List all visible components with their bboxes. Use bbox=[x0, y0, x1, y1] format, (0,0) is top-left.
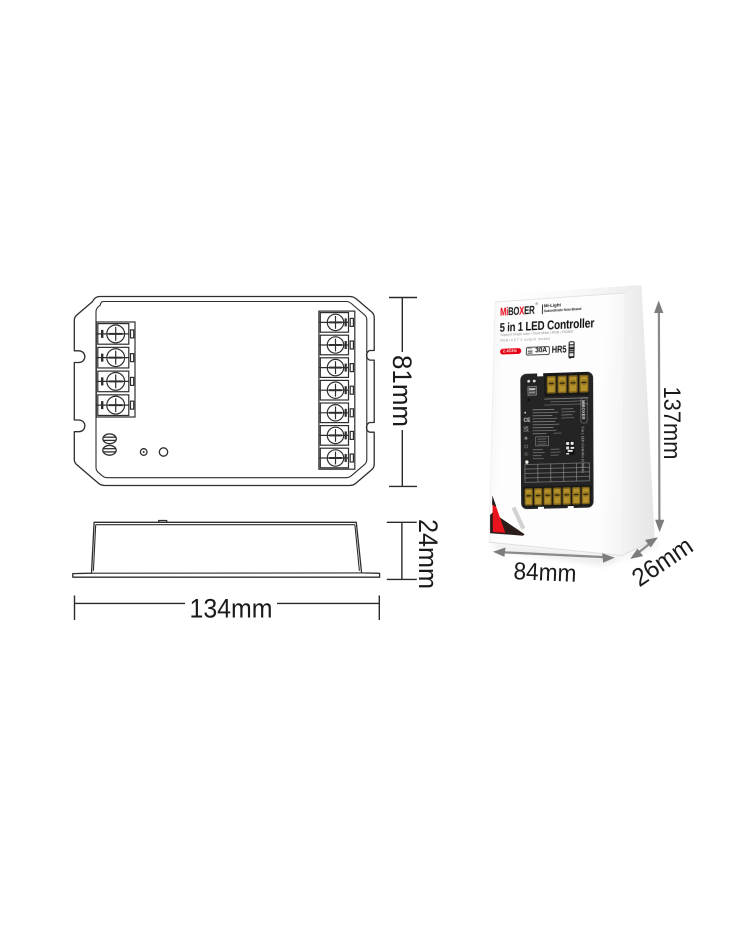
svg-text:5 in 1 LED Controller (2.4GHz): 5 in 1 LED Controller (2.4GHz) bbox=[581, 426, 585, 472]
svg-text:♻: ♻ bbox=[524, 436, 528, 441]
svg-text:137mm: 137mm bbox=[658, 387, 685, 460]
svg-text:ⓒ: ⓒ bbox=[524, 452, 528, 457]
svg-text:84mm: 84mm bbox=[513, 558, 577, 588]
svg-text:●: ● bbox=[524, 410, 527, 415]
svg-text:81mm: 81mm bbox=[387, 355, 417, 427]
svg-text:134mm: 134mm bbox=[190, 594, 273, 624]
svg-text:CE: CE bbox=[524, 418, 532, 424]
svg-text:UKCA: UKCA bbox=[524, 426, 530, 433]
svg-text:⌚: ⌚ bbox=[524, 459, 529, 464]
svg-text:▢: ▢ bbox=[524, 444, 528, 449]
svg-text:MiBOXER: MiBOXER bbox=[581, 400, 586, 420]
svg-text:24mm: 24mm bbox=[413, 519, 443, 589]
